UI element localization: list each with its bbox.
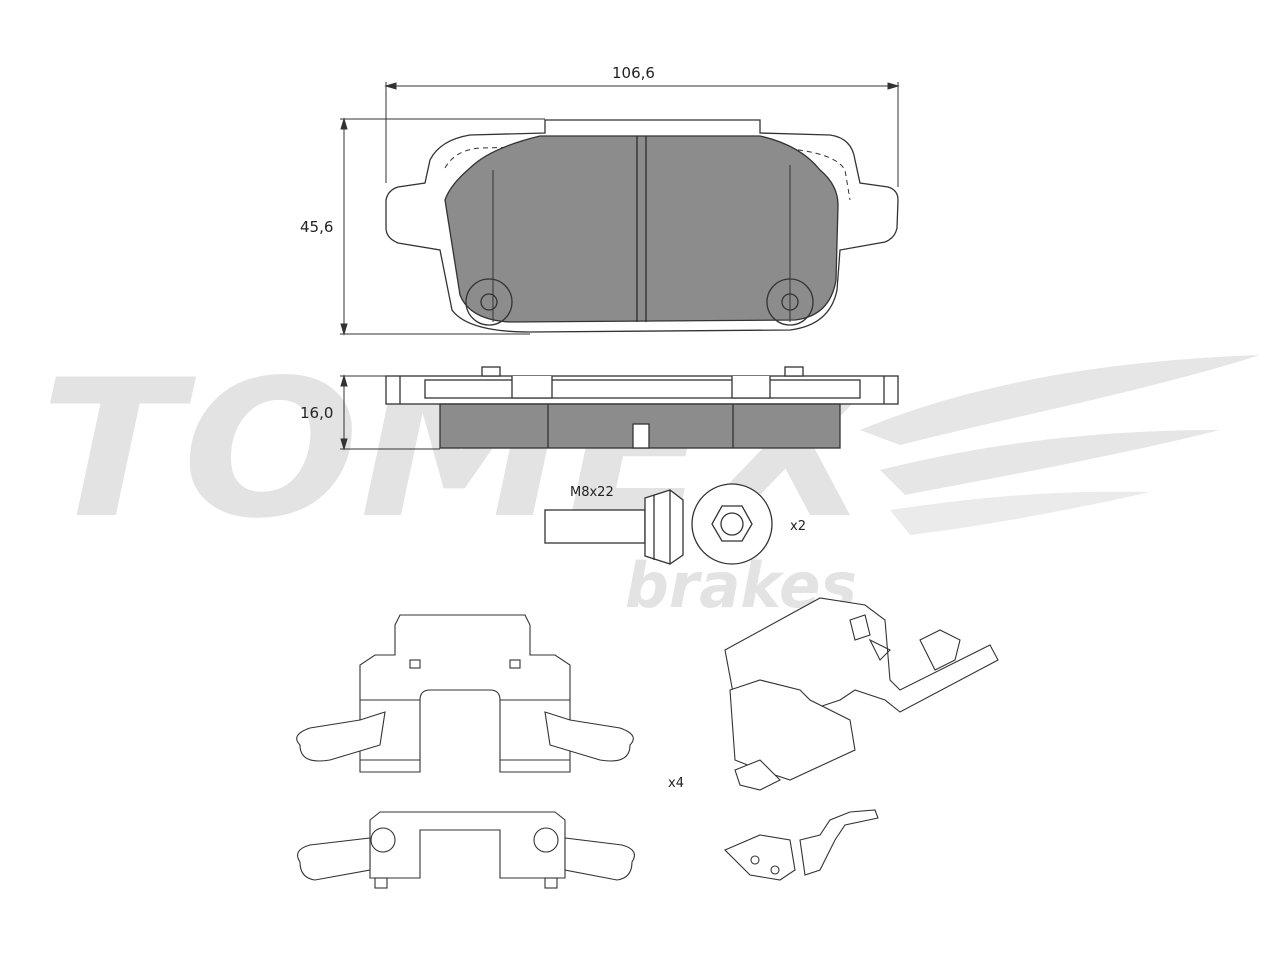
nut-icon — [691, 483, 773, 565]
spring-clip-set — [724, 597, 999, 791]
retaining-clip-upper — [296, 614, 634, 773]
clips-qty-label: x4 — [668, 776, 684, 791]
pad-top-view — [385, 119, 899, 333]
bolt-size-label: M8x22 — [570, 485, 614, 500]
thickness-dimension — [340, 374, 440, 451]
pad-side-view — [385, 366, 899, 449]
width-label: 106,6 — [612, 64, 655, 82]
retaining-clip-lower — [297, 811, 635, 889]
thickness-label: 16,0 — [300, 404, 333, 422]
width-dimension — [384, 82, 900, 187]
height-dimension — [340, 117, 545, 336]
height-label: 45,6 — [300, 218, 333, 236]
bolt-icon — [544, 489, 684, 565]
single-spring-clip — [724, 809, 879, 881]
bolt-qty-label: x2 — [790, 519, 806, 534]
